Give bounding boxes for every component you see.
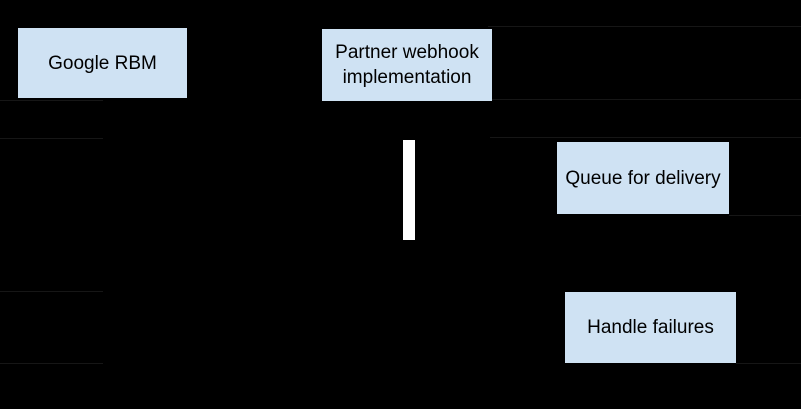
faint-line [729, 215, 801, 216]
faint-line [488, 99, 801, 100]
faint-line [0, 363, 103, 364]
node-google-rbm: Google RBM [18, 28, 187, 98]
node-partner-webhook-implementation: Partner webhook implementation [322, 29, 492, 101]
activation-bar [403, 140, 415, 240]
node-queue-for-delivery: Queue for delivery [557, 142, 729, 214]
faint-line [490, 137, 801, 138]
faint-line [488, 26, 801, 27]
faint-line [0, 291, 103, 292]
node-handle-failures: Handle failures [565, 292, 736, 363]
faint-line [736, 363, 801, 364]
faint-line [0, 100, 103, 101]
faint-line [0, 138, 103, 139]
